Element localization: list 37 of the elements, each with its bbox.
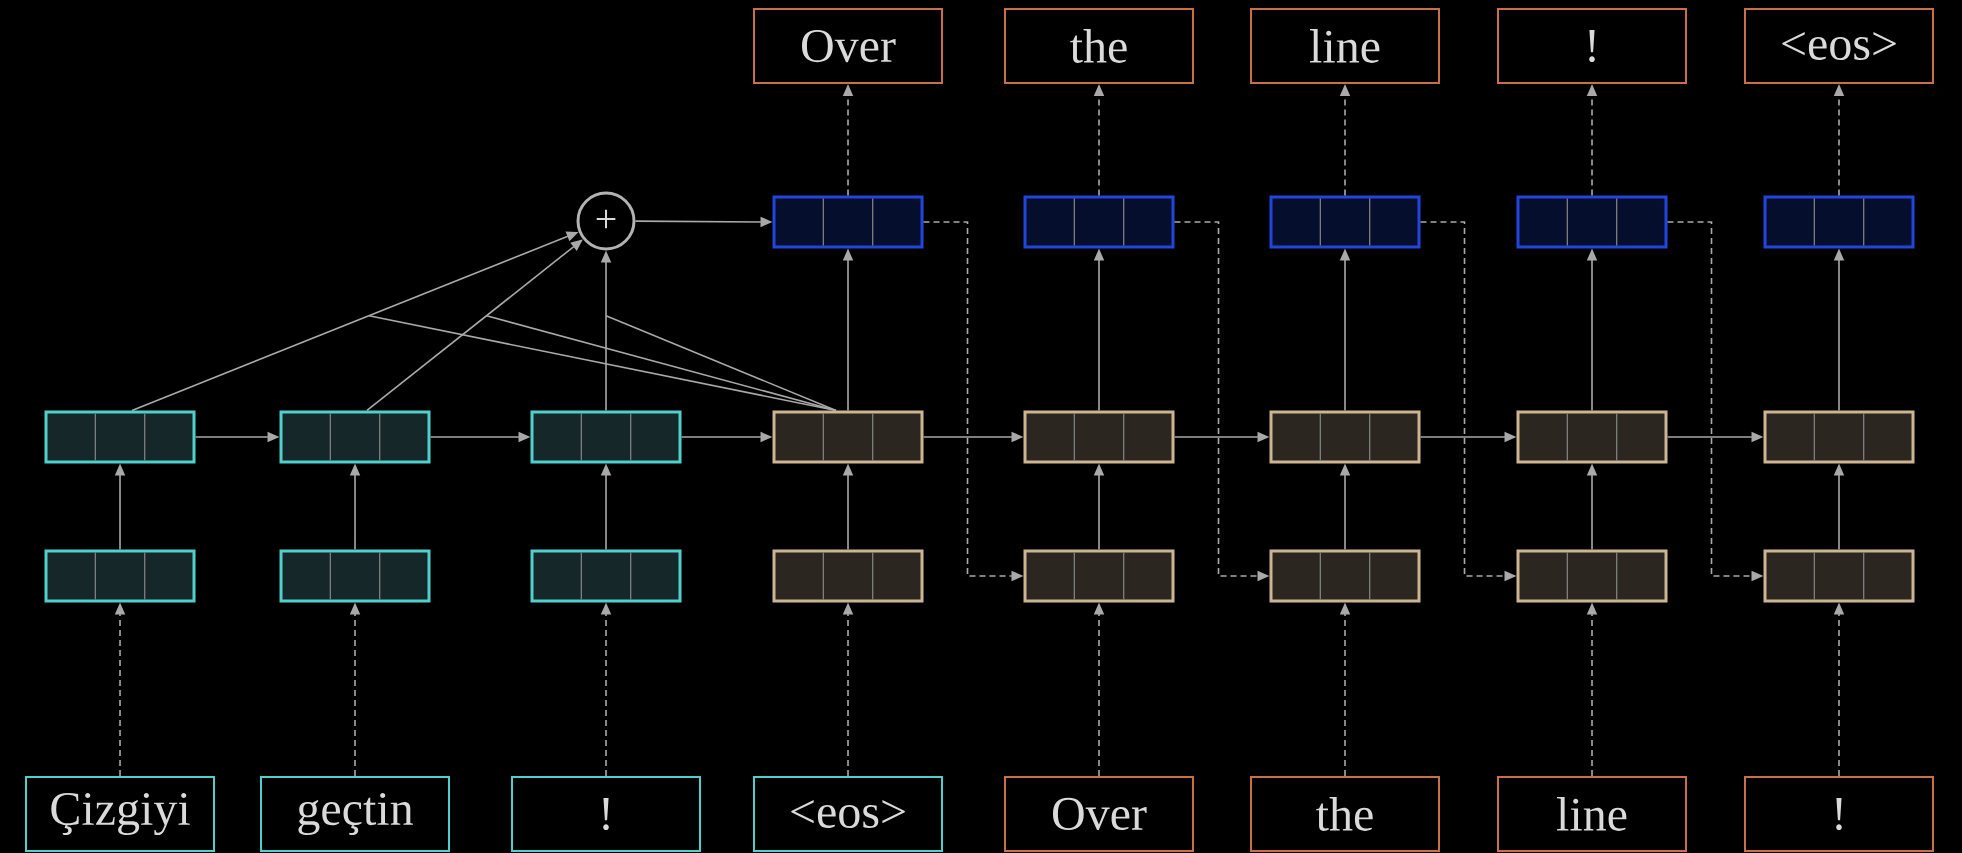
vector-box [44, 410, 196, 464]
word-box: line [1250, 8, 1440, 84]
word-box: <eos> [753, 776, 943, 852]
vector-box [1763, 549, 1915, 603]
vector-box [1269, 195, 1421, 249]
vector-box [1269, 549, 1421, 603]
vector-box [1023, 195, 1175, 249]
vector-box [1763, 195, 1915, 249]
word-box: ! [1497, 8, 1687, 84]
word-box: Çizgiyi [25, 776, 215, 852]
word-box: geçtin [260, 776, 450, 852]
vector-box [772, 410, 924, 464]
vector-box [1516, 549, 1668, 603]
word-box: the [1004, 8, 1194, 84]
vector-box [1516, 410, 1668, 464]
word-box: <eos> [1744, 8, 1934, 84]
vector-box [772, 549, 924, 603]
vector-box [1763, 410, 1915, 464]
vector-box [1023, 549, 1175, 603]
vector-box [772, 195, 924, 249]
word-box: the [1250, 776, 1440, 852]
vector-box [530, 549, 682, 603]
vector-box [44, 549, 196, 603]
word-box: Over [753, 8, 943, 84]
vector-box [1269, 410, 1421, 464]
word-box: ! [511, 776, 701, 852]
attention-line [605, 314, 837, 412]
vector-box [530, 410, 682, 464]
word-box: Over [1004, 776, 1194, 852]
word-box: ! [1744, 776, 1934, 852]
vector-box [279, 410, 431, 464]
word-box: line [1497, 776, 1687, 852]
attention-line [485, 314, 837, 412]
arrow [366, 239, 583, 412]
vector-box [1023, 410, 1175, 464]
vector-box [279, 549, 431, 603]
vector-box [1516, 195, 1668, 249]
